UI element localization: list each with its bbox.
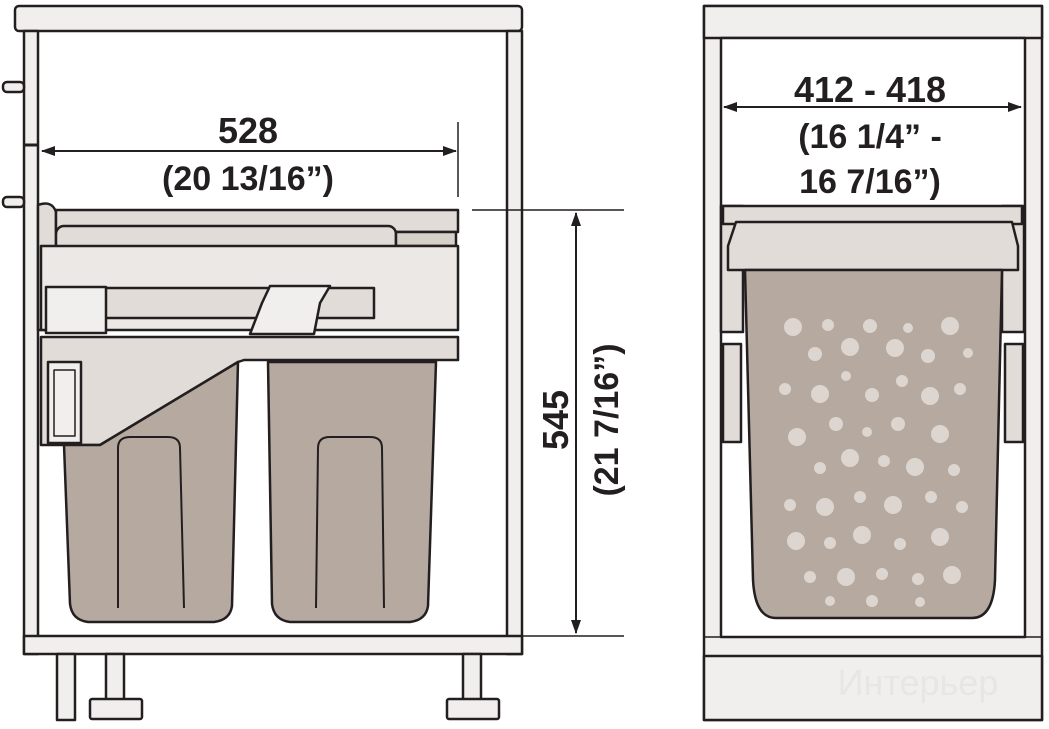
right-side-wall bbox=[505, 29, 524, 656]
runner-bracket-right bbox=[1003, 342, 1025, 444]
left-height-value: 545 bbox=[535, 390, 576, 450]
left-height-imperial: (21 7/16”) bbox=[588, 343, 626, 496]
waste-bin-right bbox=[266, 360, 438, 624]
left-side-wall bbox=[22, 29, 40, 656]
hamper-rim bbox=[726, 220, 1020, 272]
right-plinth bbox=[702, 654, 1044, 722]
hinge-pin-bottom bbox=[1, 195, 26, 209]
hinge-pin-top bbox=[1, 80, 26, 94]
right-width-value: 412 - 418 bbox=[794, 69, 946, 110]
leg-mid bbox=[104, 652, 126, 702]
left-bins bbox=[62, 360, 438, 624]
leg-right bbox=[461, 652, 483, 702]
right-width-imperial-line2: 16 7/16”) bbox=[799, 163, 941, 201]
hamper-perforations bbox=[779, 317, 973, 607]
right-width-imperial-line1: (16 1/4” - bbox=[798, 118, 942, 156]
right-cabinet-view bbox=[702, 4, 1044, 722]
right-width-dimension: 412 - 418 (16 1/4” - 16 7/16”) bbox=[723, 69, 1022, 201]
leg-left bbox=[55, 652, 77, 722]
foot-mid bbox=[88, 697, 144, 721]
frame-stripe bbox=[394, 230, 458, 248]
left-width-imperial: (20 13/16”) bbox=[162, 160, 334, 198]
waste-bin-left bbox=[62, 360, 240, 624]
runner-bracket-left bbox=[721, 342, 743, 444]
right-top-panel bbox=[702, 4, 1044, 40]
left-top-panel bbox=[13, 4, 524, 33]
bin-carrier bbox=[39, 335, 460, 447]
left-cabinet-view bbox=[1, 4, 524, 722]
left-width-dimension: 528 (20 13/16”) bbox=[41, 110, 459, 198]
left-height-dimension: 545 (21 7/16”) bbox=[472, 209, 626, 637]
slide-rail bbox=[102, 286, 376, 320]
foot-right bbox=[445, 697, 501, 721]
left-width-value: 528 bbox=[218, 110, 278, 151]
clip-left bbox=[44, 285, 108, 335]
label-holder bbox=[46, 360, 83, 445]
left-bottom-panel bbox=[22, 634, 524, 656]
watermark-text: Интерьер bbox=[838, 662, 999, 703]
clip-right bbox=[248, 284, 332, 336]
